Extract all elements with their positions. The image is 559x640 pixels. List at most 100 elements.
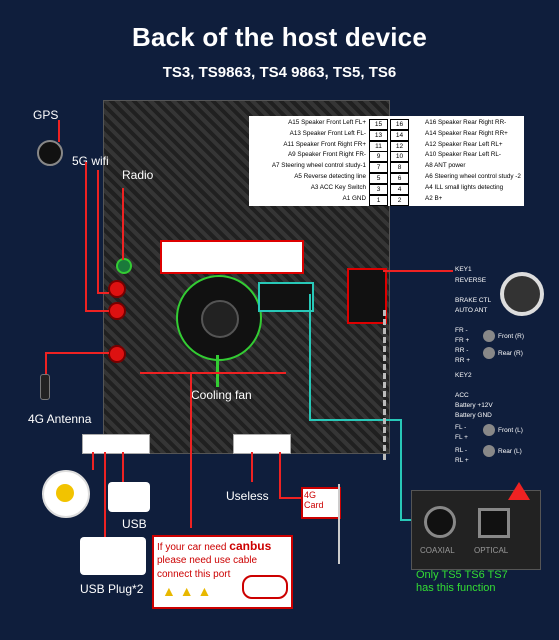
fr-plus-label: FR +: [455, 337, 470, 344]
pin-right-number: 6: [390, 173, 409, 184]
coaxial-label: COAXIAL: [420, 546, 455, 555]
gps-antenna-icon: [37, 140, 63, 166]
wifi-port: [108, 302, 126, 320]
rl-plus-label: RL +: [455, 457, 469, 464]
wifi-label: 5G wifi: [72, 154, 109, 168]
pin-left-label: A5 Reverse detecting line: [294, 173, 366, 180]
battery-gnd-label: Battery GND: [455, 412, 492, 419]
fl-minus-label: FL -: [455, 424, 467, 431]
pin-left-label: A9 Speaker Front Right FR-: [287, 151, 366, 159]
fl-plus-label: FL +: [455, 434, 468, 441]
4g-card-box: [301, 487, 341, 519]
brake-label: BRAKE CTL: [455, 297, 492, 304]
canbus-line3: connect this port: [157, 569, 231, 580]
usb-cable-icon: [108, 482, 150, 512]
pin-left-number: 13: [369, 129, 388, 141]
fan-hub: [201, 300, 239, 338]
useless-label: Useless: [226, 489, 269, 503]
speaker-icon: [483, 445, 495, 457]
rr-minus-label: RR -: [455, 347, 469, 354]
main-harness-connector: [160, 240, 304, 274]
pin-left-label: A13 Speaker Front Left FL-: [289, 129, 366, 137]
pin-left-number: 9: [369, 151, 388, 163]
pin-left-label: A3 ACC Key Switch: [310, 183, 366, 191]
rear-l-label: Rear (L): [498, 448, 522, 455]
rr-plus-label: RR +: [455, 357, 470, 364]
pin-right-number: 14: [390, 129, 409, 141]
pin-right-number: 16: [390, 119, 409, 130]
usb-label: USB: [122, 517, 147, 531]
pin-right-label: A12 Speaker Rear Left RL+: [425, 140, 503, 148]
pin-right-label: A8 ANT power: [425, 162, 466, 170]
fr-minus-label: FR -: [455, 327, 468, 334]
4g-cable-icon: [338, 484, 392, 564]
4g-antenna-port: [108, 345, 126, 363]
pin-right-label: A14 Speaker Rear Right RR+: [425, 129, 508, 137]
rca-cable-icon: [42, 470, 90, 518]
page-title: Back of the host device: [131, 22, 428, 52]
speaker-icon: [483, 424, 495, 436]
page-subtitle: TS3, TS9863, TS4 9863, TS5, TS6: [162, 64, 397, 81]
pin-right-number: 2: [390, 194, 409, 206]
radio-port: [116, 258, 132, 274]
gps-port: [108, 280, 126, 298]
pin-left-label: A11 Speaker Front Right FR+: [283, 140, 366, 148]
pin-left-label: A7 Steering wheel control study-1: [271, 162, 366, 170]
gps-label: GPS: [33, 108, 59, 122]
4g-connector: [233, 434, 291, 454]
rear-r-label: Rear (R): [498, 350, 523, 357]
usb-connector: [82, 434, 150, 454]
optical-jack: [478, 508, 510, 538]
pin-right-number: 12: [390, 140, 409, 152]
only-ts-label: Only TS5 TS6 TS7: [416, 569, 508, 581]
4g-card-label: 4G Card: [304, 490, 324, 510]
pin-right-label: A4 ILL small lights detecting: [425, 183, 504, 191]
cooling-fan-label: Cooling fan: [191, 388, 252, 402]
usb-plug-icon: [80, 537, 146, 575]
side-connector: [347, 268, 387, 324]
speaker-icon: [483, 330, 495, 342]
warning-icons: ▲ ▲ ▲: [162, 583, 212, 599]
battery-label: Battery +12V: [455, 402, 493, 409]
front-l-label: Front (L): [498, 427, 523, 434]
pin-right-number: 4: [390, 183, 409, 195]
optical-label: OPTICAL: [474, 546, 509, 555]
canbus-port-icon: [242, 575, 288, 599]
reverse-label: REVERSE: [455, 277, 487, 284]
pin-right-label: A2 B+: [425, 194, 443, 202]
pin-left-number: 5: [369, 173, 388, 184]
coaxial-jack: [424, 506, 456, 538]
pin-right-label: A10 Speaker Rear Left RL-: [425, 151, 501, 159]
rl-minus-label: RL -: [455, 447, 468, 454]
warning-icon: [508, 482, 530, 500]
pin-left-label: A15 Speaker Front Left FL+: [288, 119, 366, 126]
pin-right-label: A16 Speaker Rear Right RR-: [425, 119, 507, 126]
wire-bundle: [383, 310, 416, 460]
4g-antenna-label: 4G Antenna: [28, 412, 92, 426]
pin-left-number: 3: [369, 183, 388, 195]
key2-label: KEY2: [455, 372, 472, 379]
canbus-line2: please need use cable: [157, 555, 258, 566]
canbus-line1: If your car need canbus: [157, 539, 272, 553]
speaker-icon: [483, 347, 495, 359]
pin-left-number: 11: [369, 140, 388, 152]
steering-wheel-icon: [500, 272, 544, 316]
function-label: has this function: [416, 582, 496, 594]
4g-antenna-icon: [40, 374, 50, 400]
usb-plug-label: USB Plug*2: [80, 582, 144, 596]
optical-port: [258, 282, 314, 312]
key1-label: KEY1: [455, 266, 472, 273]
pin-right-number: 10: [390, 151, 409, 163]
front-r-label: Front (R): [498, 333, 524, 340]
pin-left-label: A1 GND: [342, 194, 366, 202]
pin-left-number: 15: [369, 119, 388, 130]
auto-ant-label: AUTO ANT: [455, 307, 488, 314]
